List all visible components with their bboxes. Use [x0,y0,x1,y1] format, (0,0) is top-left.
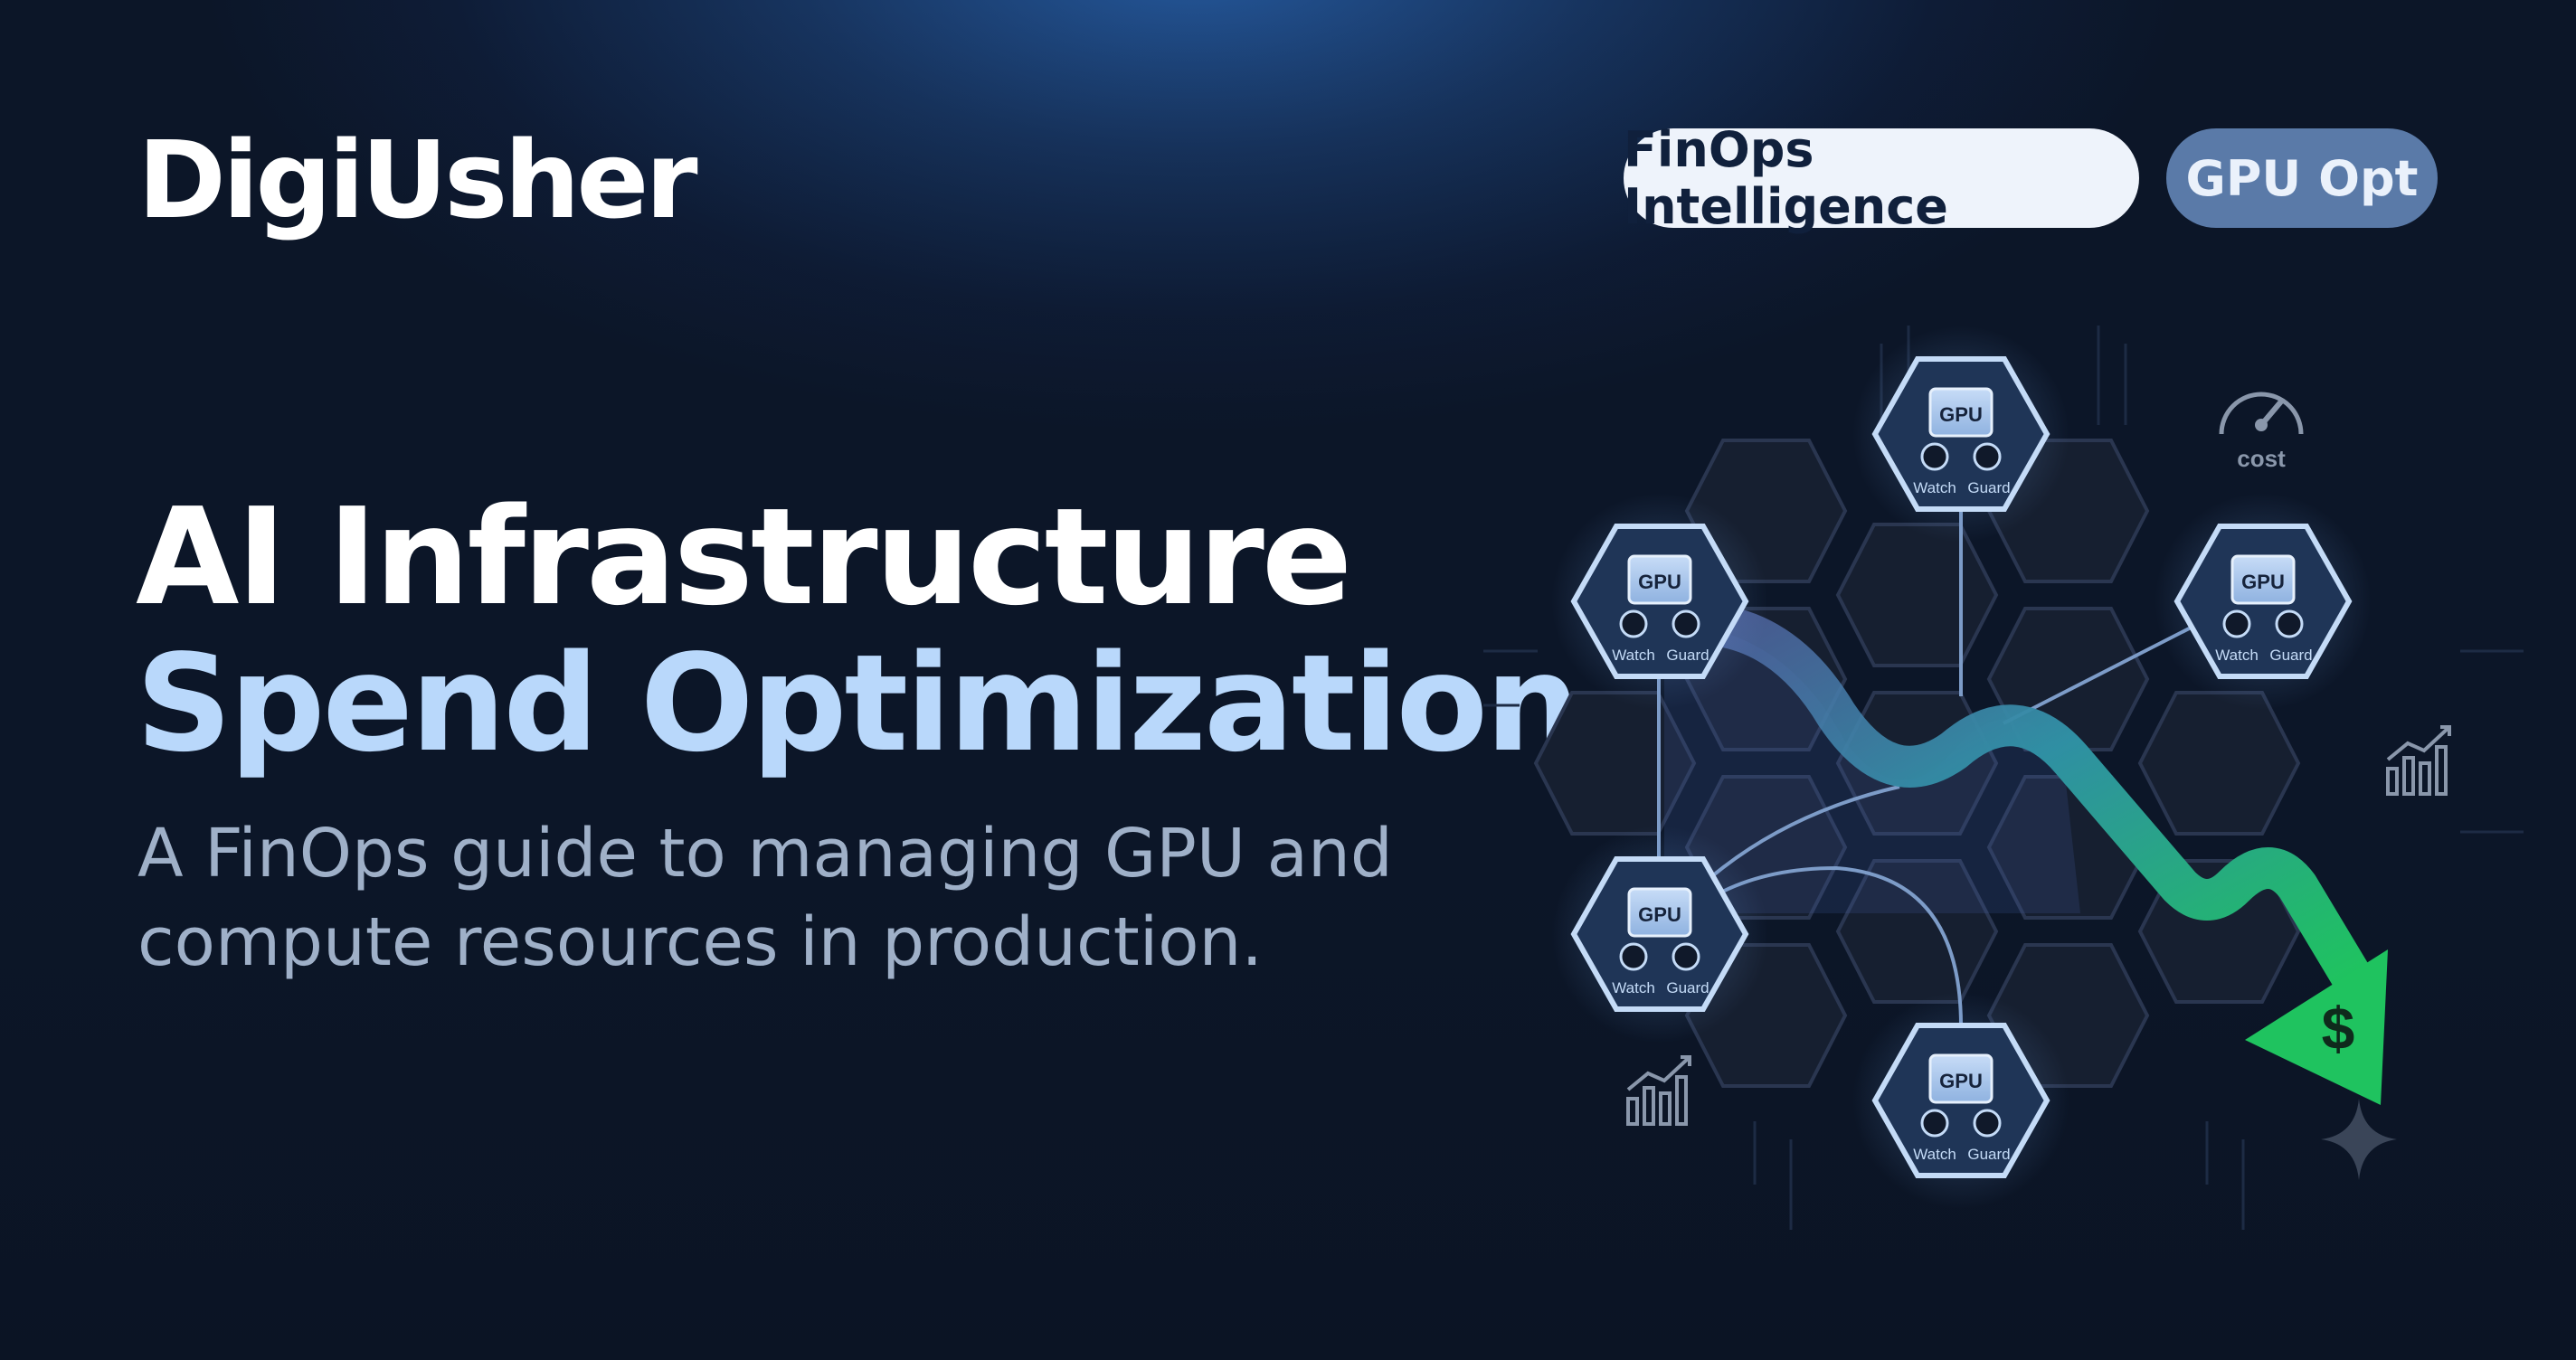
shield-icon [1973,1109,2002,1138]
clock-icon [1920,1109,1949,1138]
watch-label: Watch [2215,647,2259,664]
watch-label: Watch [1913,479,1956,496]
cost-gauge-icon: cost [2219,392,2304,472]
gpu-node: GPU Watch Guard [1852,326,2069,543]
shield-icon [1973,442,2002,471]
cost-trend-arrow [1675,603,2372,997]
watch-label: Watch [1612,647,1655,664]
clock-icon [1619,609,1648,638]
headline-line-2: Spend Optimization [136,626,1580,781]
shield-icon [1672,942,1700,971]
guard-label: Guard [1666,647,1709,664]
gpu-node: GPU Watch Guard [1852,992,2069,1209]
shield-icon [1672,609,1700,638]
tag-finops-intelligence: FinOps Intelligence [1624,121,2139,235]
shaded-area [1664,624,2080,913]
gpu-node: GPU Watch Guard [1551,826,1768,1043]
gpu-chip-icon [1928,1053,1994,1104]
guard-label: Guard [1967,479,2010,496]
chip-label: GPU [2241,571,2285,593]
gpu-chip-icon [1627,887,1692,938]
dollar-sign: $ [2322,995,2355,1062]
brand-logo: DigiUsher [137,118,698,242]
sparkle-icon [2321,1099,2397,1180]
subtitle: A FinOps guide to managing GPU and compu… [137,815,1393,981]
gpu-chip-icon [2230,554,2296,605]
clock-icon [1619,942,1648,971]
headline-line-1: AI Infrastructure [136,479,1352,635]
chip-label: GPU [1939,403,1983,426]
guard-label: Guard [1967,1146,2010,1163]
hex-cell [1835,523,1999,667]
cost-label: cost [2237,445,2286,472]
guard-label: Guard [1666,979,1709,996]
chip-label: GPU [1638,903,1681,926]
guard-label: Guard [2269,647,2312,664]
watch-label: Watch [1913,1146,1956,1163]
gpu-chip-icon [1627,554,1692,605]
down-arrow-icon [2245,949,2388,1105]
gpu-hex-illustration: $ GPU Watch Guard GPU Watch Guard GPU Wa… [1483,326,2524,1230]
bar-chart-trend-icon [1626,1055,1691,1126]
gpu-node: GPU Watch Guard [2155,493,2372,710]
shield-icon [2275,609,2304,638]
clock-icon [2222,609,2251,638]
clock-icon [1920,442,1949,471]
chip-label: GPU [1939,1070,1983,1092]
chip-label: GPU [1638,571,1681,593]
bar-chart-trend-icon [2386,725,2451,796]
watch-label: Watch [1612,979,1655,996]
hex-cell [2137,691,2301,836]
tag-gpu-opt: GPU Opt [2166,128,2438,228]
gpu-chip-icon [1928,387,1994,438]
gpu-node: GPU Watch Guard [1551,493,1768,710]
